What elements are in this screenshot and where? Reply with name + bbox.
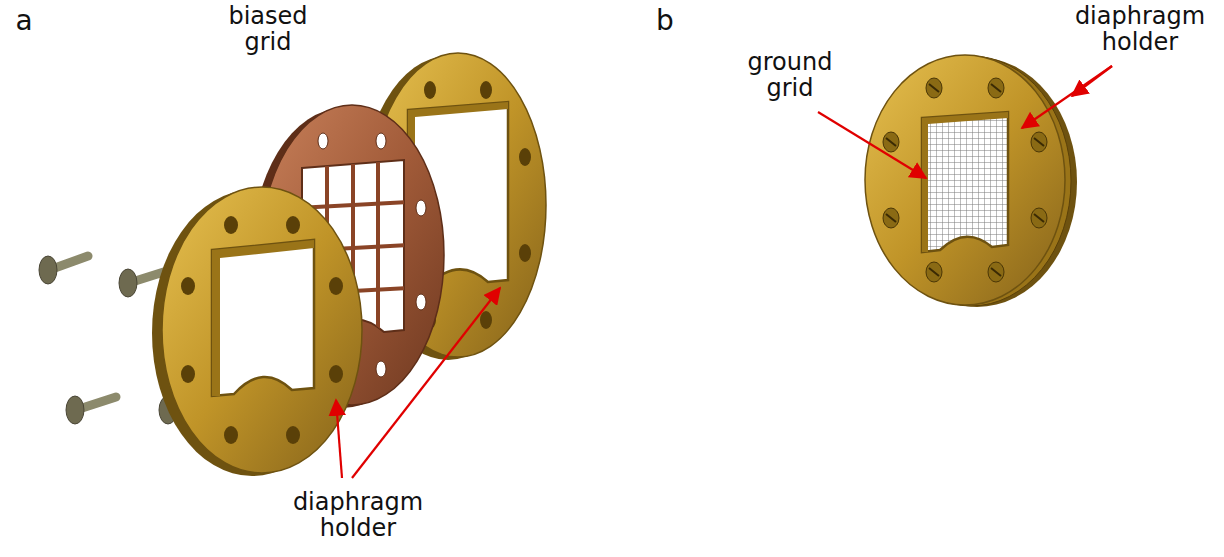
part-label: ground grid bbox=[735, 50, 845, 102]
assembled-holder bbox=[865, 55, 1077, 307]
leader-arrows bbox=[336, 66, 1112, 478]
diaphragm-holder bbox=[152, 187, 362, 476]
screw-head bbox=[883, 78, 1047, 282]
screw bbox=[39, 256, 88, 284]
screw bbox=[66, 396, 116, 424]
part-label: diaphragm holder bbox=[1070, 4, 1210, 56]
panel-letter: b bbox=[645, 6, 685, 36]
part-label: biased grid bbox=[213, 4, 323, 56]
part-label: diaphragm holder bbox=[288, 490, 428, 542]
panel-letter: a bbox=[4, 6, 44, 36]
